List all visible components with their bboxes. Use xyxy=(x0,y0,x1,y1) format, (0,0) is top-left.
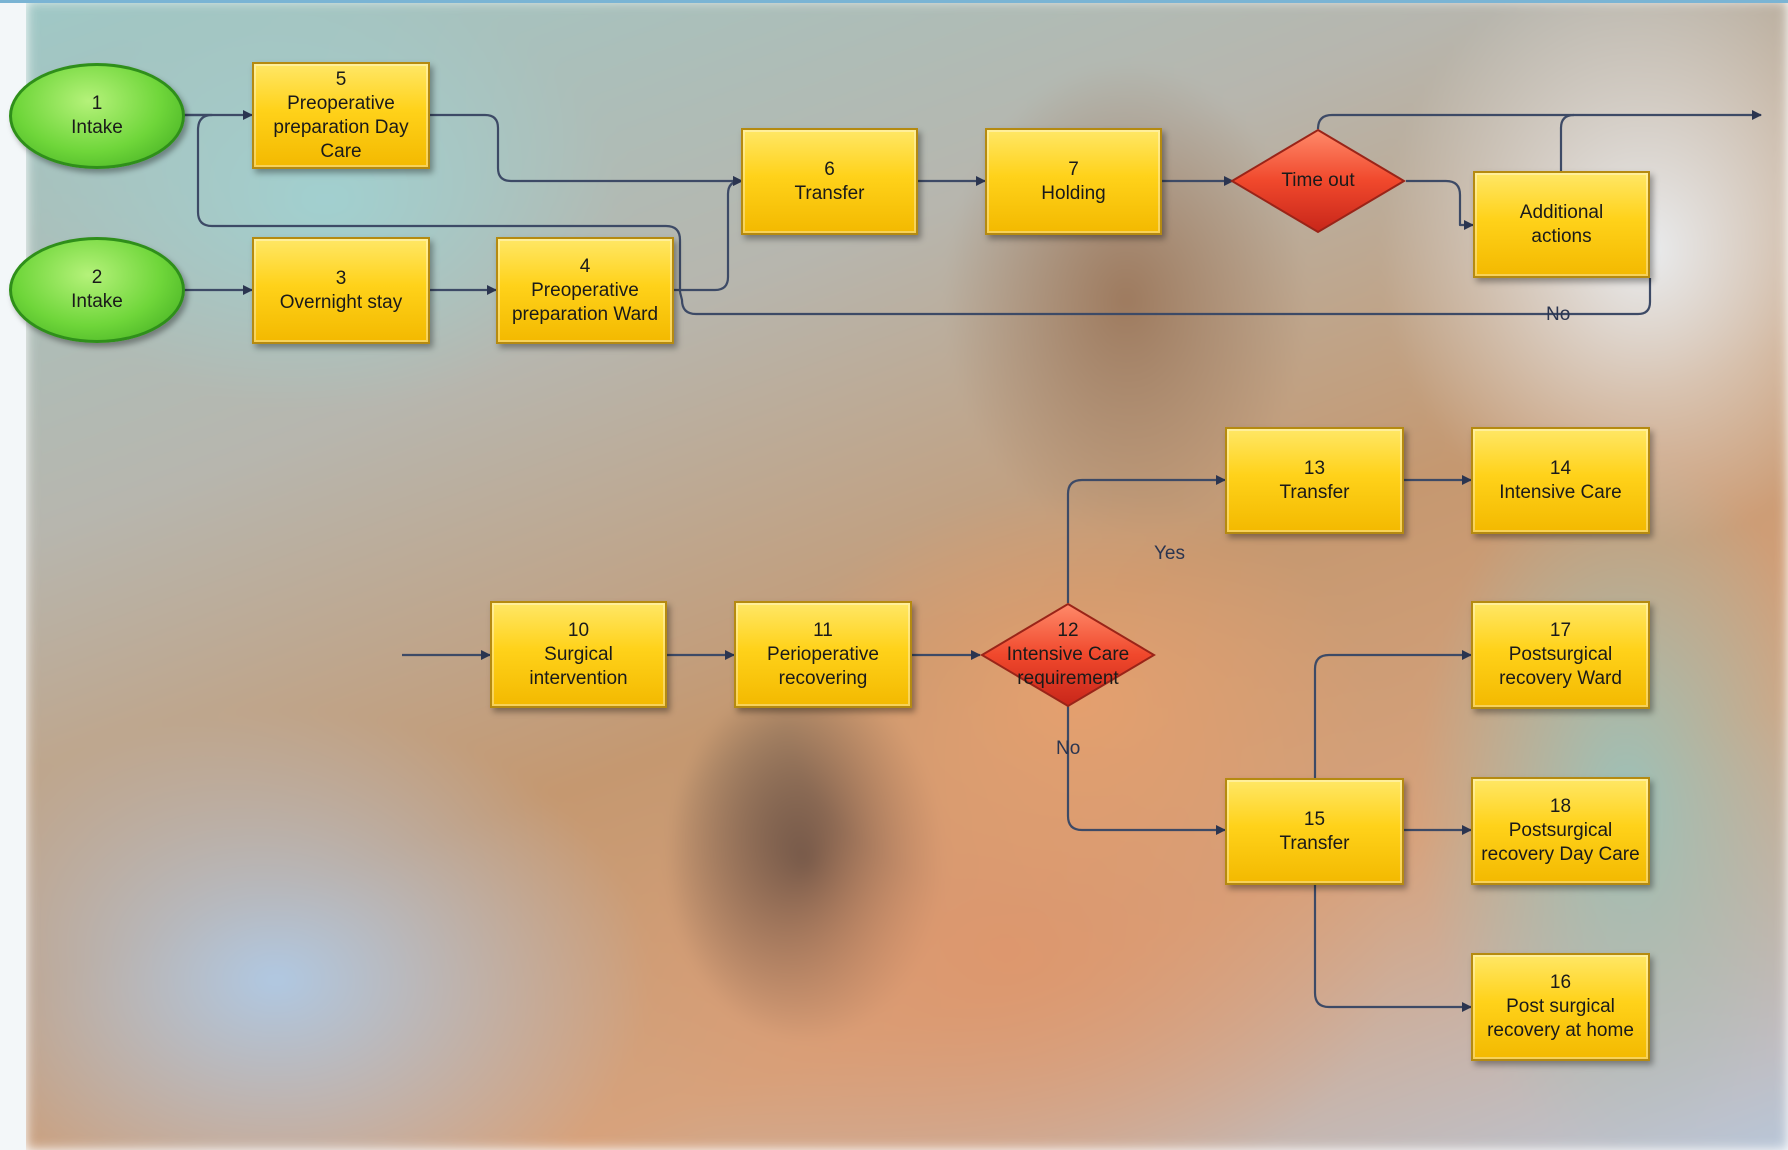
node-14-intensive-care[interactable]: 14 Intensive Care xyxy=(1471,427,1650,534)
node-label: Transfer xyxy=(1279,481,1350,503)
decision-label: Intensive Care requirement xyxy=(1006,644,1130,689)
node-number: 4 xyxy=(579,255,591,277)
node-number: 17 xyxy=(1549,620,1572,641)
node-16-recovery-at-home[interactable]: 16 Post surgical recovery at home xyxy=(1471,953,1650,1061)
node-18-postsurgical-day-care[interactable]: 18 Postsurgical recovery Day Care xyxy=(1471,777,1650,885)
edge-timeout-to-additional xyxy=(1406,179,1474,230)
node-number: 3 xyxy=(335,267,347,289)
edge-additional-to-exit xyxy=(1559,113,1575,171)
edge-12-no-to-15 xyxy=(1066,706,1226,835)
node-label: Perioperative recovering xyxy=(767,643,879,689)
edge-timeout-to-exit xyxy=(1316,110,1762,130)
node-13-transfer[interactable]: 13 Transfer xyxy=(1225,427,1404,534)
node-label: Intake xyxy=(71,117,123,138)
node-number: 11 xyxy=(813,619,833,641)
node-number: 1 xyxy=(91,93,103,114)
node-label: Overnight stay xyxy=(279,291,403,313)
node-17-postsurgical-ward[interactable]: 17 Postsurgical recovery Ward xyxy=(1471,601,1650,709)
node-number: 5 xyxy=(335,68,347,90)
node-label: Postsurgical recovery Ward xyxy=(1499,644,1622,689)
decision-time-out[interactable]: Time out xyxy=(1230,128,1406,234)
node-number: 13 xyxy=(1303,457,1326,479)
node-label: Additional actions xyxy=(1519,201,1604,247)
node-number: 6 xyxy=(824,158,835,180)
decision-number: 12 xyxy=(1057,620,1079,641)
top-border-line xyxy=(0,0,1788,3)
edge-label-no-ic: No xyxy=(1056,738,1081,759)
node-11-perioperative-recovering[interactable]: 11 Perioperative recovering xyxy=(734,601,912,708)
node-15-transfer[interactable]: 15 Transfer xyxy=(1225,778,1404,885)
node-label: Transfer xyxy=(1279,832,1350,854)
decision-12-intensive-care[interactable]: 12 Intensive Care requirement xyxy=(980,602,1156,708)
node-label: Intensive Care xyxy=(1499,481,1622,503)
node-label: Intake xyxy=(71,291,123,312)
node-7-holding[interactable]: 7 Holding xyxy=(985,128,1162,235)
edge-1-to-4-loop xyxy=(183,113,682,292)
edge-5-to-6 xyxy=(430,113,743,186)
node-6-transfer[interactable]: 6 Transfer xyxy=(741,128,918,235)
node-number: 16 xyxy=(1549,972,1572,993)
node-2-intake[interactable]: 2 Intake xyxy=(9,237,185,343)
node-number: 14 xyxy=(1549,457,1572,479)
node-label: Surgical intervention xyxy=(529,643,628,689)
edge-15-to-16 xyxy=(1313,884,1472,1012)
node-label: Post surgical recovery at home xyxy=(1487,996,1634,1041)
node-label: Preoperative preparation Day Care xyxy=(273,92,409,162)
node-1-intake[interactable]: 1 Intake xyxy=(9,63,185,169)
node-additional-actions[interactable]: Additional actions xyxy=(1473,171,1650,278)
edge-additional-no-to-4 xyxy=(678,278,1652,316)
edge-12-yes-to-13 xyxy=(1066,475,1226,603)
edge-label-yes: Yes xyxy=(1154,543,1185,564)
node-number: 15 xyxy=(1303,808,1326,830)
edge-15-to-17 xyxy=(1313,650,1472,778)
node-label: Preoperative preparation Ward xyxy=(511,279,659,325)
node-label: Postsurgical recovery Day Care xyxy=(1481,820,1640,865)
edge-label-no-additional: No xyxy=(1546,304,1571,325)
edge-4-to-6 xyxy=(674,176,743,292)
node-label: Holding xyxy=(1041,182,1106,204)
node-label: Transfer xyxy=(794,182,865,204)
node-number: 7 xyxy=(1068,158,1079,180)
node-number: 2 xyxy=(91,267,103,288)
left-margin-strip xyxy=(0,0,26,1150)
node-number: 10 xyxy=(567,619,590,641)
node-5-preop-day-care[interactable]: 5 Preoperative preparation Day Care xyxy=(252,62,430,169)
node-10-surgical-intervention[interactable]: 10 Surgical intervention xyxy=(490,601,667,708)
node-4-preop-ward[interactable]: 4 Preoperative preparation Ward xyxy=(496,237,674,344)
node-number: 18 xyxy=(1549,796,1572,817)
decision-label: Time out xyxy=(1281,170,1355,191)
node-3-overnight-stay[interactable]: 3 Overnight stay xyxy=(252,237,430,344)
